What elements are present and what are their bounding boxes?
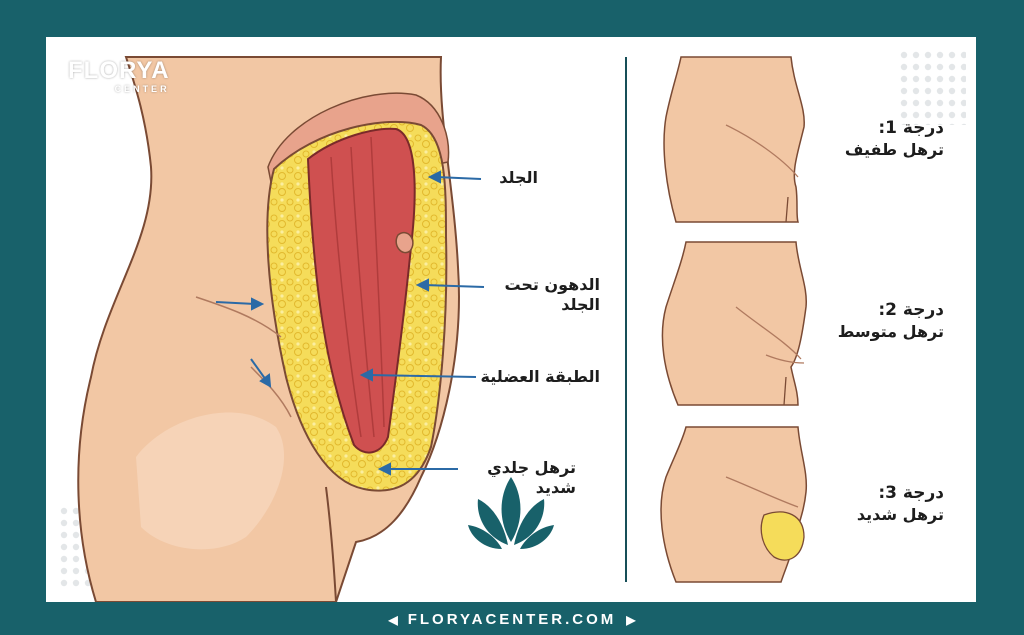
leg-divide <box>325 486 337 602</box>
grade-2-figure <box>661 241 807 406</box>
arrow-skin <box>435 176 482 180</box>
footer-url[interactable]: FLORYACENTER.COM <box>407 611 617 628</box>
label-subcutaneous-fat: الدهون تحت الجلد <box>504 275 600 314</box>
grade-3-fat-fold <box>760 511 805 561</box>
label-muscle-layer: الطبقة العضلية <box>480 367 600 386</box>
arrow-left-icon: ◀ <box>388 613 398 627</box>
arrow-fat <box>423 284 485 288</box>
muscle-fibers <box>330 136 385 438</box>
arrow-side-2 <box>250 358 267 381</box>
grade-3-caption: درجة 3: ترهل شديد <box>824 482 944 526</box>
grade-1-caption: درجة 1: ترهل طفيف <box>824 117 944 161</box>
lotus-logo-icon <box>468 477 554 549</box>
arrow-side-1 <box>215 301 257 305</box>
brand-logo: FLORYA CENTER <box>68 59 170 95</box>
hip-crease <box>195 296 292 418</box>
grade-2-desc: ترهل متوسط <box>837 322 944 341</box>
grade-1-title: درجة 1: <box>878 118 944 138</box>
grade-2-title: درجة 2: <box>878 300 944 320</box>
navel <box>395 231 414 254</box>
thigh-highlight <box>136 412 285 550</box>
footer-url-bar: ◀ FLORYACENTER.COM ▶ <box>0 608 1024 632</box>
grade-1-figure <box>663 56 805 223</box>
label-severe-sagging: ترهل جلدي شديد <box>487 458 576 497</box>
grade-3-figure <box>660 426 808 583</box>
grade-2-caption: درجة 2: ترهل متوسط <box>824 299 944 343</box>
pointer-arrows <box>215 170 485 476</box>
brand-logo-sub: CENTER <box>114 84 170 94</box>
label-skin: الجلد <box>499 168 538 187</box>
content-card: FLORYA CENTER الجلد الدهون تحت الجلد الط… <box>46 37 976 602</box>
brand-logo-main: FLORYA <box>68 57 170 84</box>
anatomy-illustration <box>56 47 966 602</box>
dot-pattern-top-right <box>896 47 966 125</box>
grade-3-title: درجة 3: <box>878 483 944 503</box>
torso-cross-section <box>77 56 460 602</box>
arrow-muscle <box>367 374 477 378</box>
grade-1-desc: ترهل طفيف <box>844 140 944 159</box>
grade-3-desc: ترهل شديد <box>856 505 944 524</box>
arrow-right-icon: ▶ <box>626 613 636 627</box>
